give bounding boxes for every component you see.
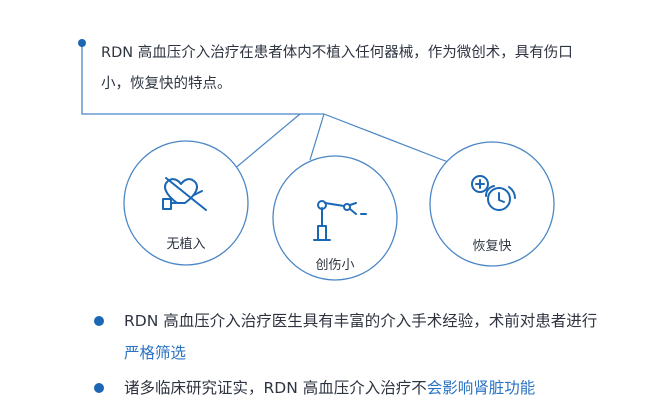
bullet-text-kidney: 诸多临床研究证实，RDN 高血压介入治疗不会影响肾脏功能 [124, 372, 604, 404]
bullet-text-screening: RDN 高血压介入治疗医生具有丰富的介入手术经验，术前对患者进行严格筛选 [124, 305, 604, 369]
recovery-clock-icon [471, 175, 516, 211]
bullet-text-before: RDN 高血压介入治疗医生具有丰富的介入手术经验，术前对患者进行 [124, 312, 598, 330]
connector-middle [309, 113, 325, 161]
bullet-dot [94, 316, 104, 326]
feature-circle-minimal-trauma [272, 155, 398, 281]
intro-text: RDN 高血压介入治疗在患者体内不植入任何器械，作为微创术，具有伤口小，恢复快的… [101, 45, 573, 92]
bullet-dot [94, 383, 104, 393]
feature-circle-fast-recovery [429, 141, 555, 267]
highlight-text: 严格筛选 [124, 344, 187, 362]
intro-dot [78, 39, 86, 47]
highlight-text: 会影响肾脏功能 [426, 379, 536, 397]
feature-label-minimal-trauma: 创伤小 [315, 258, 355, 273]
connector-right [323, 113, 449, 163]
connector-left [232, 113, 301, 171]
no-implant-heart-icon [162, 177, 207, 211]
bullet-text-before: 诸多临床研究证实，RDN 高血压介入治疗不 [124, 379, 427, 397]
feature-label-no-implant: 无植入 [166, 237, 206, 252]
robotic-arm-icon [313, 200, 367, 241]
intro-bracket-line [81, 46, 324, 115]
feature-label-fast-recovery: 恢复快 [472, 239, 512, 254]
